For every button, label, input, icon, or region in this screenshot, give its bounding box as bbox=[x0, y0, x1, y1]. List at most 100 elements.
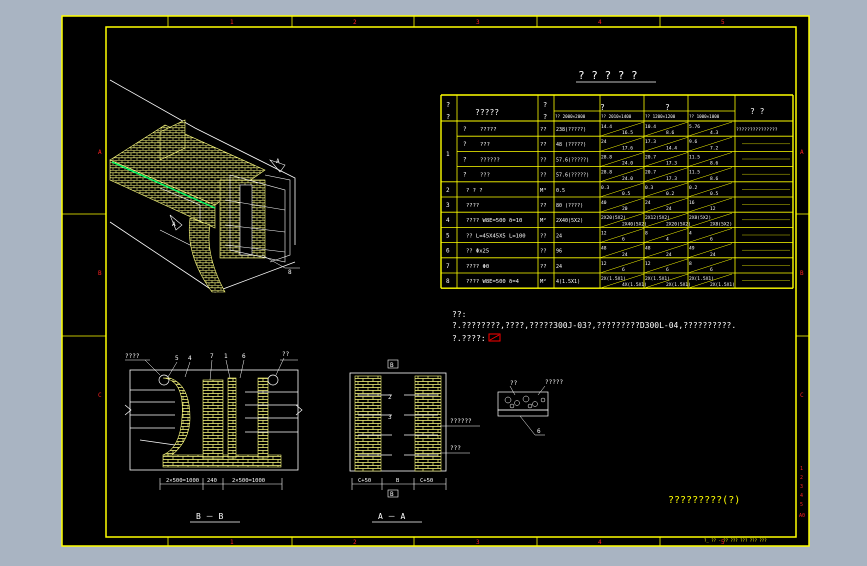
cell-value: 4X(1.5X1) bbox=[622, 282, 647, 288]
cell-value: 11.5 bbox=[689, 170, 700, 176]
row-unit: ?? bbox=[540, 249, 547, 255]
row-unit: ?? bbox=[540, 127, 547, 133]
cell-value: 49 bbox=[689, 246, 695, 252]
row-qty: 24 bbox=[556, 264, 562, 270]
top-mark: 4 bbox=[598, 19, 602, 26]
cell-value: 4.3 bbox=[710, 130, 719, 136]
bb-dim: 2×500=1000 bbox=[232, 478, 265, 484]
header-cell: ? bbox=[446, 113, 450, 121]
cell-value: 2X20(5X2) bbox=[601, 215, 626, 221]
row-qty: 96 bbox=[556, 249, 562, 255]
row-sub: ? bbox=[463, 156, 467, 163]
cell-value: 4 bbox=[689, 230, 692, 236]
row-unit: ?? bbox=[540, 157, 547, 163]
cell-value: 17.3 bbox=[666, 176, 677, 182]
cell-value: 12 bbox=[710, 206, 716, 212]
section-bb-view[interactable]: ???? 5 4 7 1 6 ?? 2×500=1000 240 2×500=1… bbox=[124, 351, 303, 523]
materials-table[interactable]: ? ? ? ? ? ???????????? ??? 2000×2000?? 2… bbox=[440, 69, 794, 289]
drawing-title: ?????????(?) bbox=[668, 495, 740, 506]
cell-value: 8.6 bbox=[666, 130, 675, 136]
cell-value: 8 bbox=[645, 230, 648, 236]
bb-title: B － B bbox=[196, 512, 223, 521]
header-size: ?? 2000×2000 bbox=[555, 114, 586, 119]
inner-frame bbox=[105, 26, 797, 538]
cell-value: 7.2 bbox=[710, 145, 719, 151]
row-name: ? ? ? bbox=[466, 188, 483, 194]
strip-mark: A0 bbox=[799, 513, 805, 519]
bb-callout: 1 bbox=[224, 353, 228, 360]
bb-callout: 7 bbox=[210, 353, 214, 360]
cell-value: 4 bbox=[666, 237, 669, 243]
border-marks: 1 2 3 4 5 1 2 3 4 5 A B C A B C bbox=[98, 19, 804, 546]
header-size: ?? 2010×1400 bbox=[601, 114, 632, 119]
left-mark: C bbox=[98, 392, 102, 399]
cell-value: 17.6 bbox=[622, 145, 633, 151]
header-cell: ? bbox=[446, 101, 450, 109]
strip-mark: 5 bbox=[800, 502, 803, 508]
bottom-mark: 3 bbox=[476, 539, 480, 546]
strip-mark: 3 bbox=[800, 484, 803, 490]
cell-value: 2X(1.5X1) bbox=[666, 282, 691, 288]
cell-value: 0.3 bbox=[645, 185, 654, 191]
bb-callout: ???? bbox=[125, 353, 140, 360]
bb-callout: 4 bbox=[188, 355, 192, 362]
cell-value: 14.4 bbox=[601, 124, 612, 130]
aa-bottom-tag: B bbox=[390, 491, 394, 498]
row-unit: M² bbox=[540, 217, 547, 224]
cell-value: 24 bbox=[710, 252, 716, 258]
cell-value: 20.7 bbox=[645, 154, 656, 160]
cell-value: 2X40(5X2) bbox=[622, 221, 647, 227]
row-name: ????? bbox=[480, 127, 497, 133]
bottom-mark: 4 bbox=[598, 539, 602, 546]
row-number: 1 bbox=[446, 151, 450, 158]
row-number: 4 bbox=[446, 217, 450, 224]
bottom-mark: 2 bbox=[353, 539, 357, 546]
row-qty: 80 (????) bbox=[556, 203, 583, 209]
section-aa-view[interactable]: B 2 3 ?????? ??? C+50 B C+50 B A － A bbox=[349, 359, 480, 523]
aa-callout: 3 bbox=[388, 414, 392, 421]
cell-value: 8.6 bbox=[710, 161, 719, 167]
cell-value: 6 bbox=[622, 267, 625, 273]
row-name: ??? bbox=[480, 142, 490, 148]
cell-value: 16 bbox=[689, 200, 695, 206]
detail-view[interactable]: ?? ????? 6 bbox=[497, 379, 563, 436]
row-name: ??? bbox=[480, 173, 490, 179]
row-name: ???? W8E=500 δ=10 bbox=[466, 218, 522, 224]
row-number: 3 bbox=[446, 202, 450, 209]
row-unit: ?? bbox=[540, 233, 547, 239]
row-unit: M² bbox=[540, 278, 547, 285]
header-cell: ? bbox=[543, 113, 547, 121]
cell-value: 24.0 bbox=[622, 176, 633, 182]
cell-value: 6 bbox=[710, 237, 713, 243]
header-cell: ? bbox=[665, 103, 670, 112]
cell-value: 0.2 bbox=[689, 185, 698, 191]
row-name: ?? Φx25 bbox=[466, 249, 489, 255]
header-cell: ????? bbox=[475, 108, 499, 117]
cell-value: 48 bbox=[601, 246, 607, 252]
cell-value: 20.7 bbox=[645, 170, 656, 176]
row-name: ?? L=45X45X5 L=100 bbox=[466, 233, 526, 239]
iso-section-label-a: A bbox=[276, 158, 280, 165]
cell-value: 24 bbox=[666, 252, 672, 258]
cell-value: 9.6 bbox=[689, 139, 698, 145]
cell-value: 24 bbox=[666, 206, 672, 212]
cell-value: 6 bbox=[622, 237, 625, 243]
header-size: ?? 1200×1200 bbox=[645, 114, 676, 119]
row-number: 2 bbox=[446, 187, 450, 194]
cell-value: 48 bbox=[645, 246, 651, 252]
cell-value: 28.8 bbox=[601, 154, 612, 160]
cell-value: 2X8(5X2) bbox=[689, 215, 711, 221]
isometric-view[interactable]: A A 8 bbox=[109, 79, 300, 293]
left-mark: A bbox=[98, 149, 102, 156]
row-unit: ?? bbox=[540, 264, 547, 270]
row-number: 6 bbox=[446, 248, 450, 255]
detail-label-a: ?? bbox=[510, 380, 518, 387]
cell-value: 12 bbox=[645, 261, 651, 267]
row-remark: ??????????????? bbox=[736, 127, 778, 133]
header-cell: ? ? bbox=[750, 107, 765, 116]
top-mark: 2 bbox=[353, 19, 357, 26]
detail-tag: 6 bbox=[537, 428, 541, 435]
cell-value: 17.3 bbox=[666, 161, 677, 167]
cell-value: 24 bbox=[622, 252, 628, 258]
